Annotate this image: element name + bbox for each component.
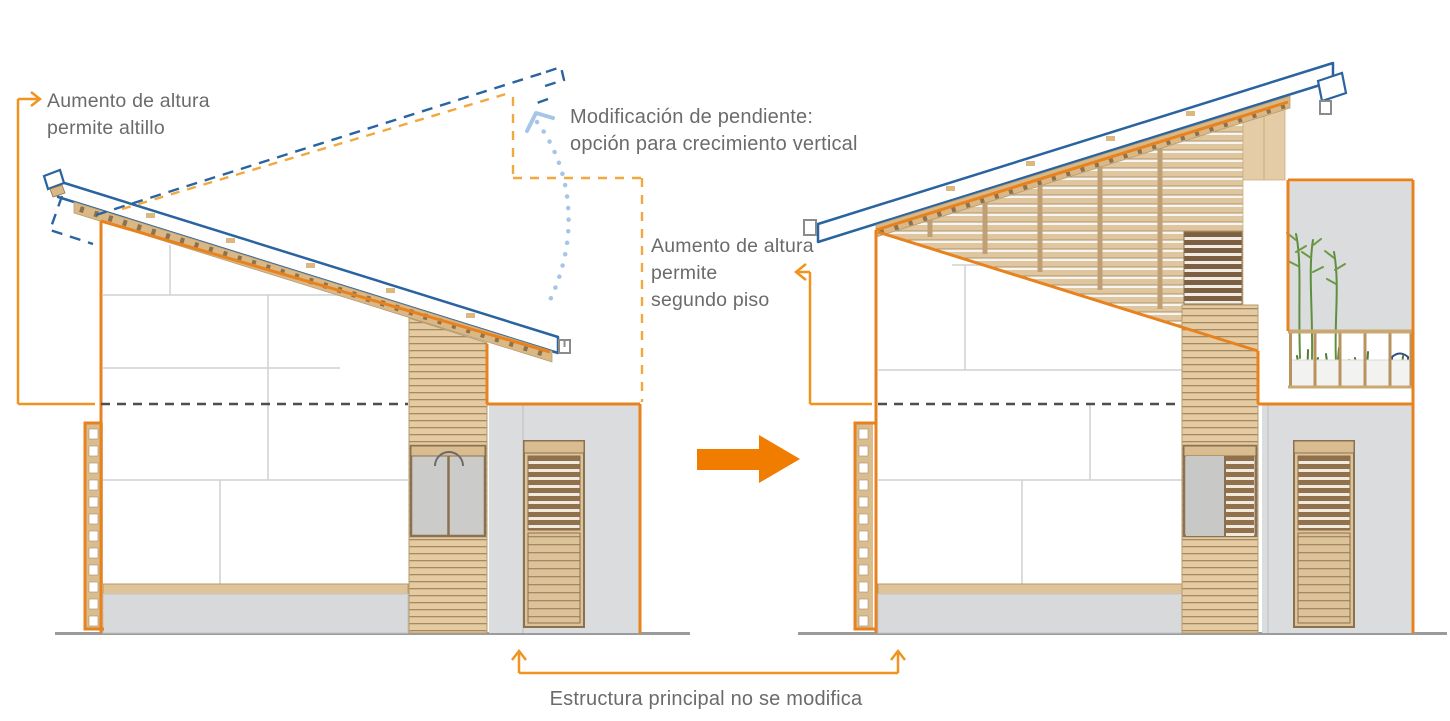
annotation-center-line2: opción para crecimiento vertical [570, 133, 858, 155]
purlin [1026, 161, 1035, 166]
left-note-arrow-icon [30, 91, 43, 107]
railing-posts [1289, 331, 1413, 387]
left-house-section [42, 168, 642, 634]
purlin [226, 238, 235, 243]
proposed-roof-blue-dashed [48, 65, 566, 246]
left-structure-outline [83, 219, 642, 633]
pivot-dotted-arc [534, 119, 571, 311]
purlin [466, 313, 475, 318]
left-concrete-base [102, 593, 409, 634]
purlin [1186, 111, 1195, 116]
right-concrete-base [877, 593, 1183, 634]
purlin [306, 263, 315, 268]
left-sill [102, 583, 409, 595]
annotation-center-line1: Modificación de pendiente: [570, 106, 814, 128]
left-ladder [85, 423, 103, 629]
annotation-bottom: Estructura principal no se modifica [549, 688, 863, 710]
right-house-section [803, 61, 1415, 634]
bottom-note-bracket [517, 653, 900, 675]
right-sill [877, 583, 1183, 595]
right-structure-outline [853, 100, 1415, 633]
purlin [146, 213, 155, 218]
left-wall [103, 222, 408, 633]
proposed-roof-overlay [48, 65, 644, 402]
gable-vent [1183, 231, 1243, 305]
gutter-icon [1319, 100, 1332, 115]
right-louver-door [1293, 440, 1355, 628]
purlin [946, 186, 955, 191]
annotation-left-line1: Aumento de altura [47, 90, 210, 112]
terrace-concrete [1288, 182, 1413, 332]
right-ladder [855, 423, 873, 629]
proposed-wall-amber-dashed [121, 92, 644, 402]
purlin [386, 288, 395, 293]
terrace [1286, 182, 1413, 389]
annotation-left-line2: permite altillo [47, 117, 165, 139]
rafter-ends [879, 102, 1287, 235]
annotation-right: Aumento de altura permite segundo piso [651, 233, 814, 314]
left-roof-ridge-cap [42, 168, 66, 191]
purlin [1106, 136, 1115, 141]
annotation-right-line3: segundo piso [651, 289, 770, 311]
annotation-right-line2: permite [651, 262, 718, 284]
annotation-right-line1: Aumento de altura [651, 235, 814, 257]
left-column-window [409, 444, 487, 538]
left-wall-panel-joints [103, 245, 408, 584]
left-louver-door [523, 440, 585, 628]
pivot-arrowhead-icon [525, 111, 555, 133]
bottom-right-up-arrow-icon [890, 648, 906, 661]
right-note-arrow-icon [793, 263, 807, 281]
rafter-ends [79, 206, 549, 358]
right-column-window [1182, 444, 1258, 538]
left-note-bracket [16, 97, 95, 406]
right-roof-ridge-cap [1316, 71, 1348, 103]
window-fan-icon [434, 451, 464, 467]
right-wall [878, 232, 1182, 633]
terrace-planters [1289, 359, 1412, 388]
right-note-bracket [797, 270, 872, 406]
gable-posts [927, 147, 1163, 309]
gutter-icon [803, 219, 817, 236]
bottom-left-up-arrow-icon [511, 648, 527, 661]
annotation-center: Modificación de pendiente: opción para c… [570, 104, 858, 158]
transform-arrow-icon [697, 435, 800, 483]
annotation-left: Aumento de altura permite altillo [47, 88, 210, 142]
